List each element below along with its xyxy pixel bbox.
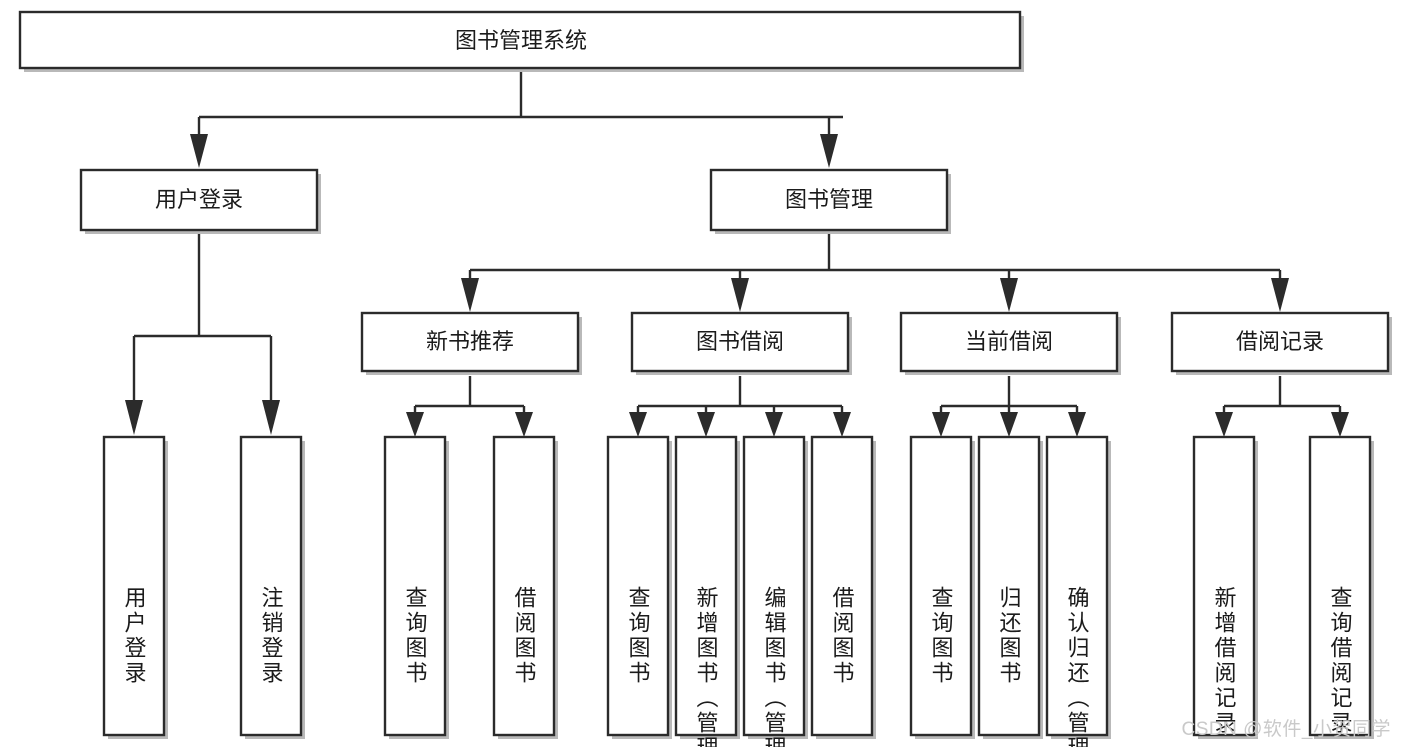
arrow-head-leaf-confirm-return [1068,412,1086,437]
leaf-borrow-book-2[interactable]: 借阅图书 [810,435,876,739]
leaf-query-book-3-box [909,435,973,737]
arrow-head-leaf-add-record [1215,412,1233,437]
leaf-edit-book-box [742,435,806,737]
leaf-return-book[interactable]: 归还图书 [977,435,1043,739]
leaf-query-record-box [1308,435,1372,737]
leaf-query-book-3[interactable]: 查询图书 [909,435,975,739]
node-book-manage-label: 图书管理 [785,187,873,212]
leaf-logout[interactable]: 注销登录 [239,435,305,739]
node-root[interactable]: 图书管理系统 [18,10,1024,72]
arrow-head-leaf-logout [262,400,280,435]
arrow-head-leaf-return-book [1000,412,1018,437]
node-book-borrow-box [630,311,850,373]
arrow-head-leaf-user-login [125,400,143,435]
arrow-head-user-login [190,134,208,168]
arrow-head-leaf-borrow-book-2 [833,412,851,437]
leaf-add-record[interactable]: 新增借阅记录 [1192,435,1258,739]
leaf-add-record-box [1192,435,1256,737]
node-current-borrow[interactable]: 当前借阅 [899,311,1121,375]
leaf-confirm-return-label: 确认归还（管理员） [1065,586,1090,747]
leaf-add-book-box [674,435,738,737]
leaf-return-book-label: 归还图书 [997,586,1022,686]
leaf-borrow-book-1-box [492,435,556,737]
leaf-borrow-book-2-box [810,435,874,737]
node-book-borrow[interactable]: 图书借阅 [630,311,852,375]
node-root-box [18,10,1022,70]
arrow-head-leaf-query-book-1 [406,412,424,437]
leaf-user-login[interactable]: 用户登录 [102,435,168,739]
leaf-confirm-return[interactable]: 确认归还（管理员） [1045,435,1111,747]
leaf-logout-label: 注销登录 [259,586,284,686]
leaf-query-book-1[interactable]: 查询图书 [383,435,449,739]
leaf-confirm-return-box [1045,435,1109,737]
leaf-query-book-2-box [606,435,670,737]
leaf-logout-box [239,435,303,737]
node-book-manage[interactable]: 图书管理 [709,168,951,234]
node-user-login-box [79,168,319,232]
node-new-book-rec[interactable]: 新书推荐 [360,311,582,375]
leaf-borrow-book-2-label: 借阅图书 [830,586,855,686]
node-current-borrow-label: 当前借阅 [965,329,1053,354]
leaf-add-book[interactable]: 新增图书（管理员） [674,435,740,747]
leaf-add-record-label: 新增借阅记录 [1212,586,1237,736]
leaf-edit-book-label: 编辑图书（管理员） [762,586,787,747]
leaf-query-book-2-label: 查询图书 [626,586,651,686]
arrow-head-leaf-query-record [1331,412,1349,437]
node-user-login[interactable]: 用户登录 [79,168,321,234]
node-book-manage-box [709,168,949,232]
arrow-head-leaf-query-book-2 [629,412,647,437]
node-current-borrow-box [899,311,1119,373]
leaf-user-login-box [102,435,166,737]
node-new-book-rec-box [360,311,580,373]
leaf-borrow-book-1-label: 借阅图书 [512,586,537,686]
leaf-query-book-1-box [383,435,447,737]
arrow-head-borrow-record [1271,278,1289,312]
arrow-head-book-manage [820,134,838,168]
node-new-book-rec-label: 新书推荐 [426,329,514,354]
arrow-head-new-book-rec [461,278,479,312]
node-user-login-label: 用户登录 [155,187,243,212]
leaf-query-book-2[interactable]: 查询图书 [606,435,672,739]
leaf-borrow-book-1[interactable]: 借阅图书 [492,435,558,739]
node-book-borrow-label: 图书借阅 [696,329,784,354]
leaf-edit-book[interactable]: 编辑图书（管理员） [742,435,808,747]
leaf-query-book-3-label: 查询图书 [929,586,954,686]
arrow-head-leaf-query-book-3 [932,412,950,437]
connector-layer [125,72,1349,437]
node-root-label: 图书管理系统 [455,28,587,53]
arrow-head-current-borrow [1000,278,1018,312]
node-borrow-record-box [1170,311,1390,373]
arrow-head-leaf-add-book [697,412,715,437]
leaf-return-book-box [977,435,1041,737]
leaf-add-book-label: 新增图书（管理员） [694,586,719,747]
leaf-query-record-label: 查询借阅记录 [1328,586,1353,736]
node-borrow-record-label: 借阅记录 [1236,329,1324,354]
arrow-head-book-borrow [731,278,749,312]
arrow-head-leaf-edit-book [765,412,783,437]
leaf-query-record[interactable]: 查询借阅记录 [1308,435,1374,739]
leaf-user-login-label: 用户登录 [122,586,147,686]
leaf-query-book-1-label: 查询图书 [403,586,428,686]
node-borrow-record[interactable]: 借阅记录 [1170,311,1392,375]
arrow-head-leaf-borrow-book-1 [515,412,533,437]
